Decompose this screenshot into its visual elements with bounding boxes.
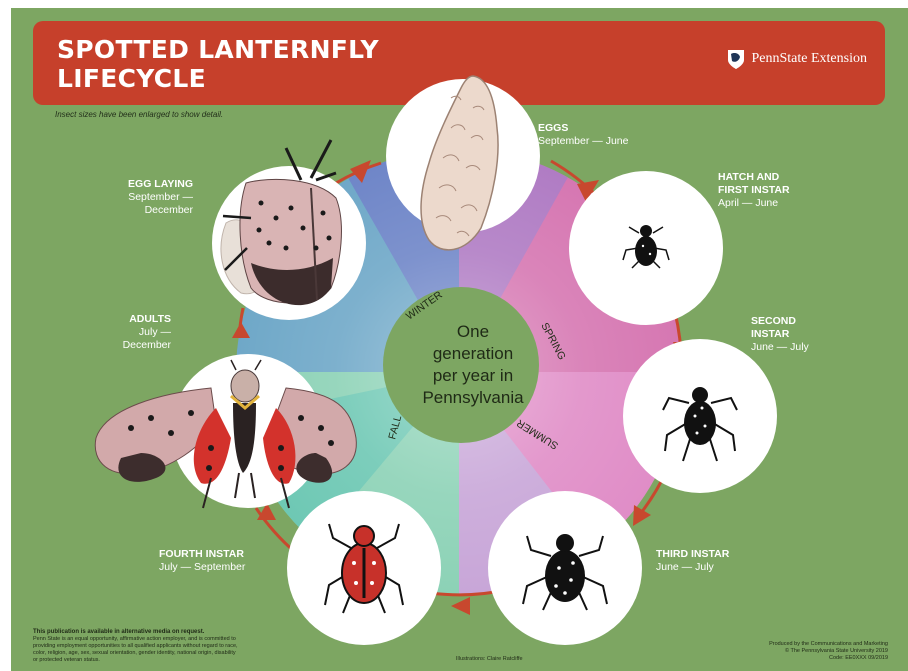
- stage-fourth-instar: [287, 491, 441, 645]
- label-first-instar-months: April — June: [718, 197, 790, 210]
- stage-third-instar: [488, 491, 642, 645]
- label-egg-laying-months-1: September —: [101, 191, 193, 204]
- footer-left-title: This publication is available in alterna…: [33, 629, 204, 635]
- poster: SPOTTED LANTERNFLY LIFECYCLE PennState E…: [11, 8, 908, 671]
- footer-right-1: Produced by the Communications and Marke…: [769, 641, 888, 647]
- label-adults-name: ADULTS: [101, 313, 171, 326]
- footer-copyright: Produced by the Communications and Marke…: [769, 641, 888, 662]
- label-second-instar: SECOND INSTAR June — July: [751, 315, 809, 354]
- label-egg-laying-name: EGG LAYING: [101, 178, 193, 191]
- label-eggs-months: September — June: [538, 135, 628, 148]
- label-eggs: EGGS September — June: [538, 122, 628, 148]
- label-third-instar-months: June — July: [656, 561, 729, 574]
- footer-right-3: Code: EE0XXX 09/2019: [829, 655, 888, 661]
- label-third-instar: THIRD INSTAR June — July: [656, 548, 729, 574]
- center-line-4: Pennsylvania: [385, 387, 561, 409]
- label-second-instar-months: June — July: [751, 341, 809, 354]
- stage-second-instar: [623, 339, 777, 493]
- center-line-2: generation: [385, 343, 561, 365]
- label-egg-laying-months-2: December: [101, 204, 193, 217]
- label-egg-laying: EGG LAYING September — December: [101, 178, 193, 217]
- label-first-instar-name2: FIRST INSTAR: [718, 184, 790, 197]
- label-adults-months-2: December: [101, 339, 171, 352]
- label-adults-months-1: July —: [101, 326, 171, 339]
- stage-first-instar: [569, 171, 723, 325]
- label-second-instar-name2: INSTAR: [751, 328, 809, 341]
- footer-left-body-2: providing employment opportunities to al…: [33, 643, 238, 649]
- footer-left-body-3: color, religion, age, sex, sexual orient…: [33, 650, 236, 656]
- center-line-1: One: [385, 321, 561, 343]
- label-adults: ADULTS July — December: [101, 313, 171, 352]
- footer-right-2: © The Pennsylvania State University 2019: [785, 648, 888, 654]
- center-text: One generation per year in Pennsylvania: [385, 321, 561, 409]
- footer-credit: Illustrations: Claire Ratcliffe: [456, 656, 523, 662]
- egg-laying-adult-illustration: [221, 140, 341, 305]
- label-third-instar-name: THIRD INSTAR: [656, 548, 729, 561]
- arrowhead-4: [451, 597, 470, 615]
- stage-egg-laying: [212, 140, 366, 320]
- footer-left-body-1: Penn State is an equal opportunity, affi…: [33, 636, 236, 642]
- label-fourth-instar-name: FOURTH INSTAR: [159, 548, 245, 561]
- label-fourth-instar-months: July — September: [159, 561, 245, 574]
- label-second-instar-name: SECOND: [751, 315, 809, 328]
- label-fourth-instar: FOURTH INSTAR July — September: [159, 548, 245, 574]
- footer-left-body-4: or protected veteran status.: [33, 657, 100, 663]
- center-line-3: per year in: [385, 365, 561, 387]
- arrowhead-3: [633, 505, 651, 526]
- label-eggs-name: EGGS: [538, 122, 628, 135]
- label-first-instar: HATCH AND FIRST INSTAR April — June: [718, 171, 790, 210]
- label-first-instar-name: HATCH AND: [718, 171, 790, 184]
- footer-disclaimer: This publication is available in alterna…: [33, 629, 323, 664]
